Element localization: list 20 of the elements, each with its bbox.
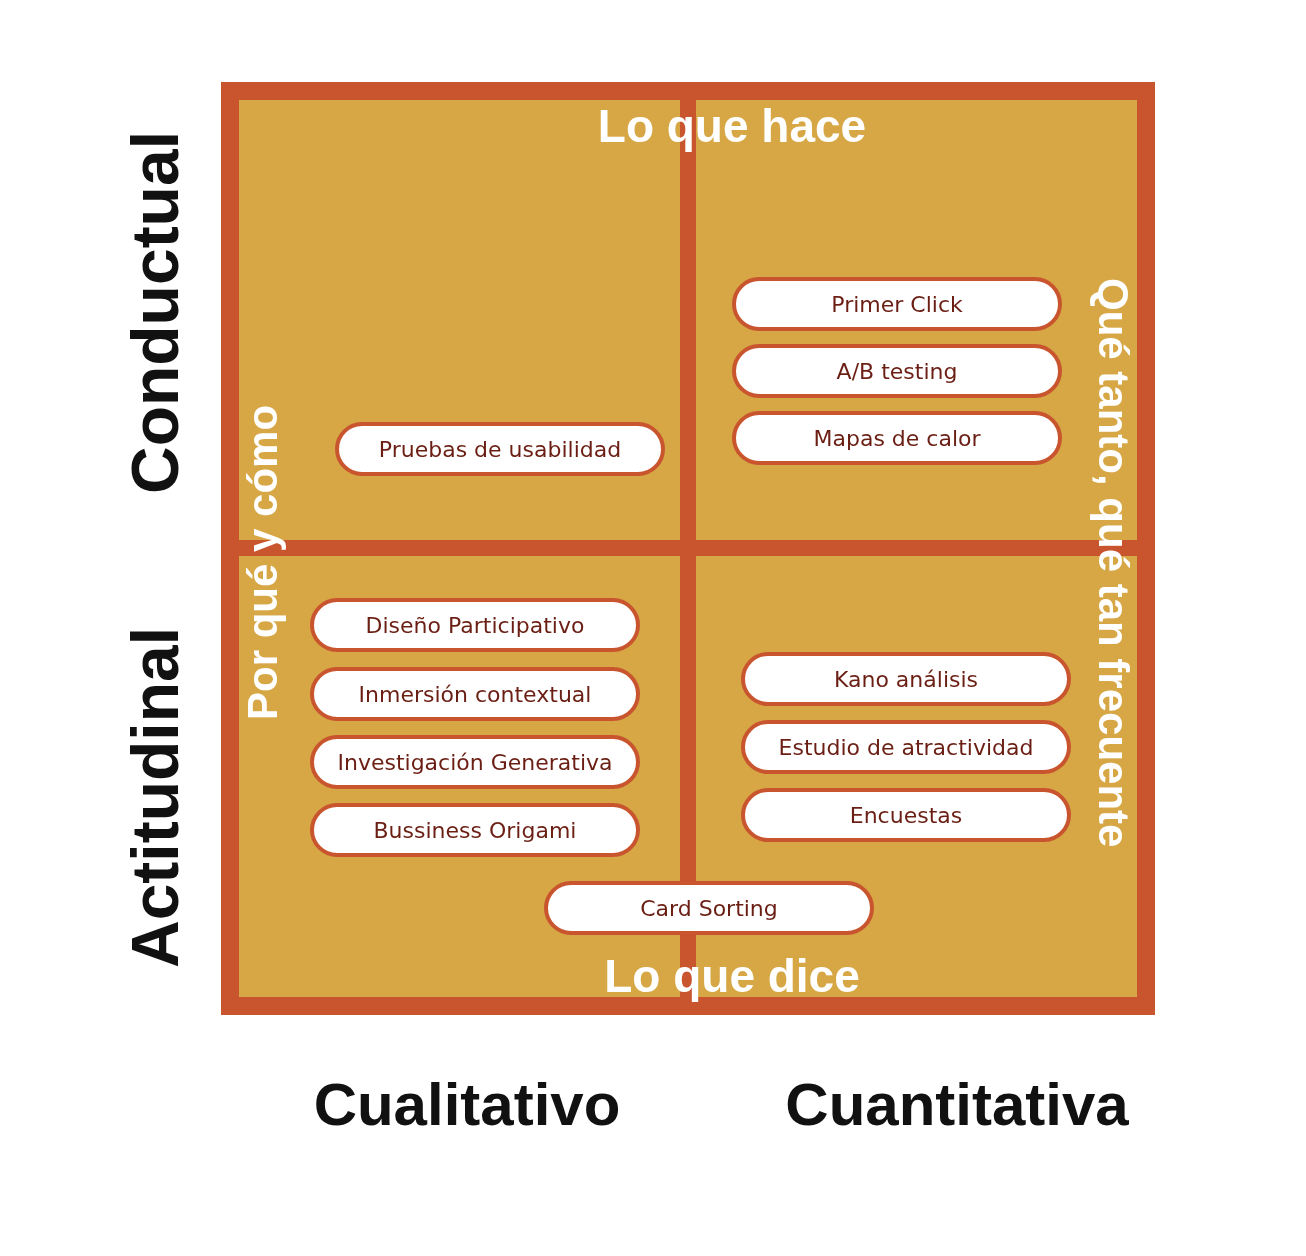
axis-label: Cualitativo (312, 1072, 622, 1138)
quadrant-label: Lo que hace (596, 99, 868, 154)
method-pill: Diseño Participativo (310, 598, 640, 652)
method-pill: Inmersión contextual (310, 667, 640, 721)
axis-label: Cuantitativa (784, 1072, 1130, 1138)
method-pill: Bussiness Origami (310, 803, 640, 857)
method-pill: Pruebas de usabilidad (335, 422, 665, 476)
method-pill: A/B testing (732, 344, 1062, 398)
method-pill: Mapas de calor (732, 411, 1062, 465)
method-pill: Card Sorting (544, 881, 874, 935)
side-label: Por qué y cómo (238, 403, 287, 723)
method-pill: Encuestas (741, 788, 1071, 842)
method-pill: Investigación Generativa (310, 735, 640, 789)
method-pill: Estudio de atractividad (741, 720, 1071, 774)
axis-label: Actitudinal (118, 626, 192, 970)
side-label: Qué tanto, qué tan frecuente (1089, 276, 1138, 850)
method-pill: Primer Click (732, 277, 1062, 331)
method-pill: Kano análisis (741, 652, 1071, 706)
quadrant-label: Lo que dice (603, 949, 861, 1004)
axis-label: Conductual (118, 130, 192, 496)
